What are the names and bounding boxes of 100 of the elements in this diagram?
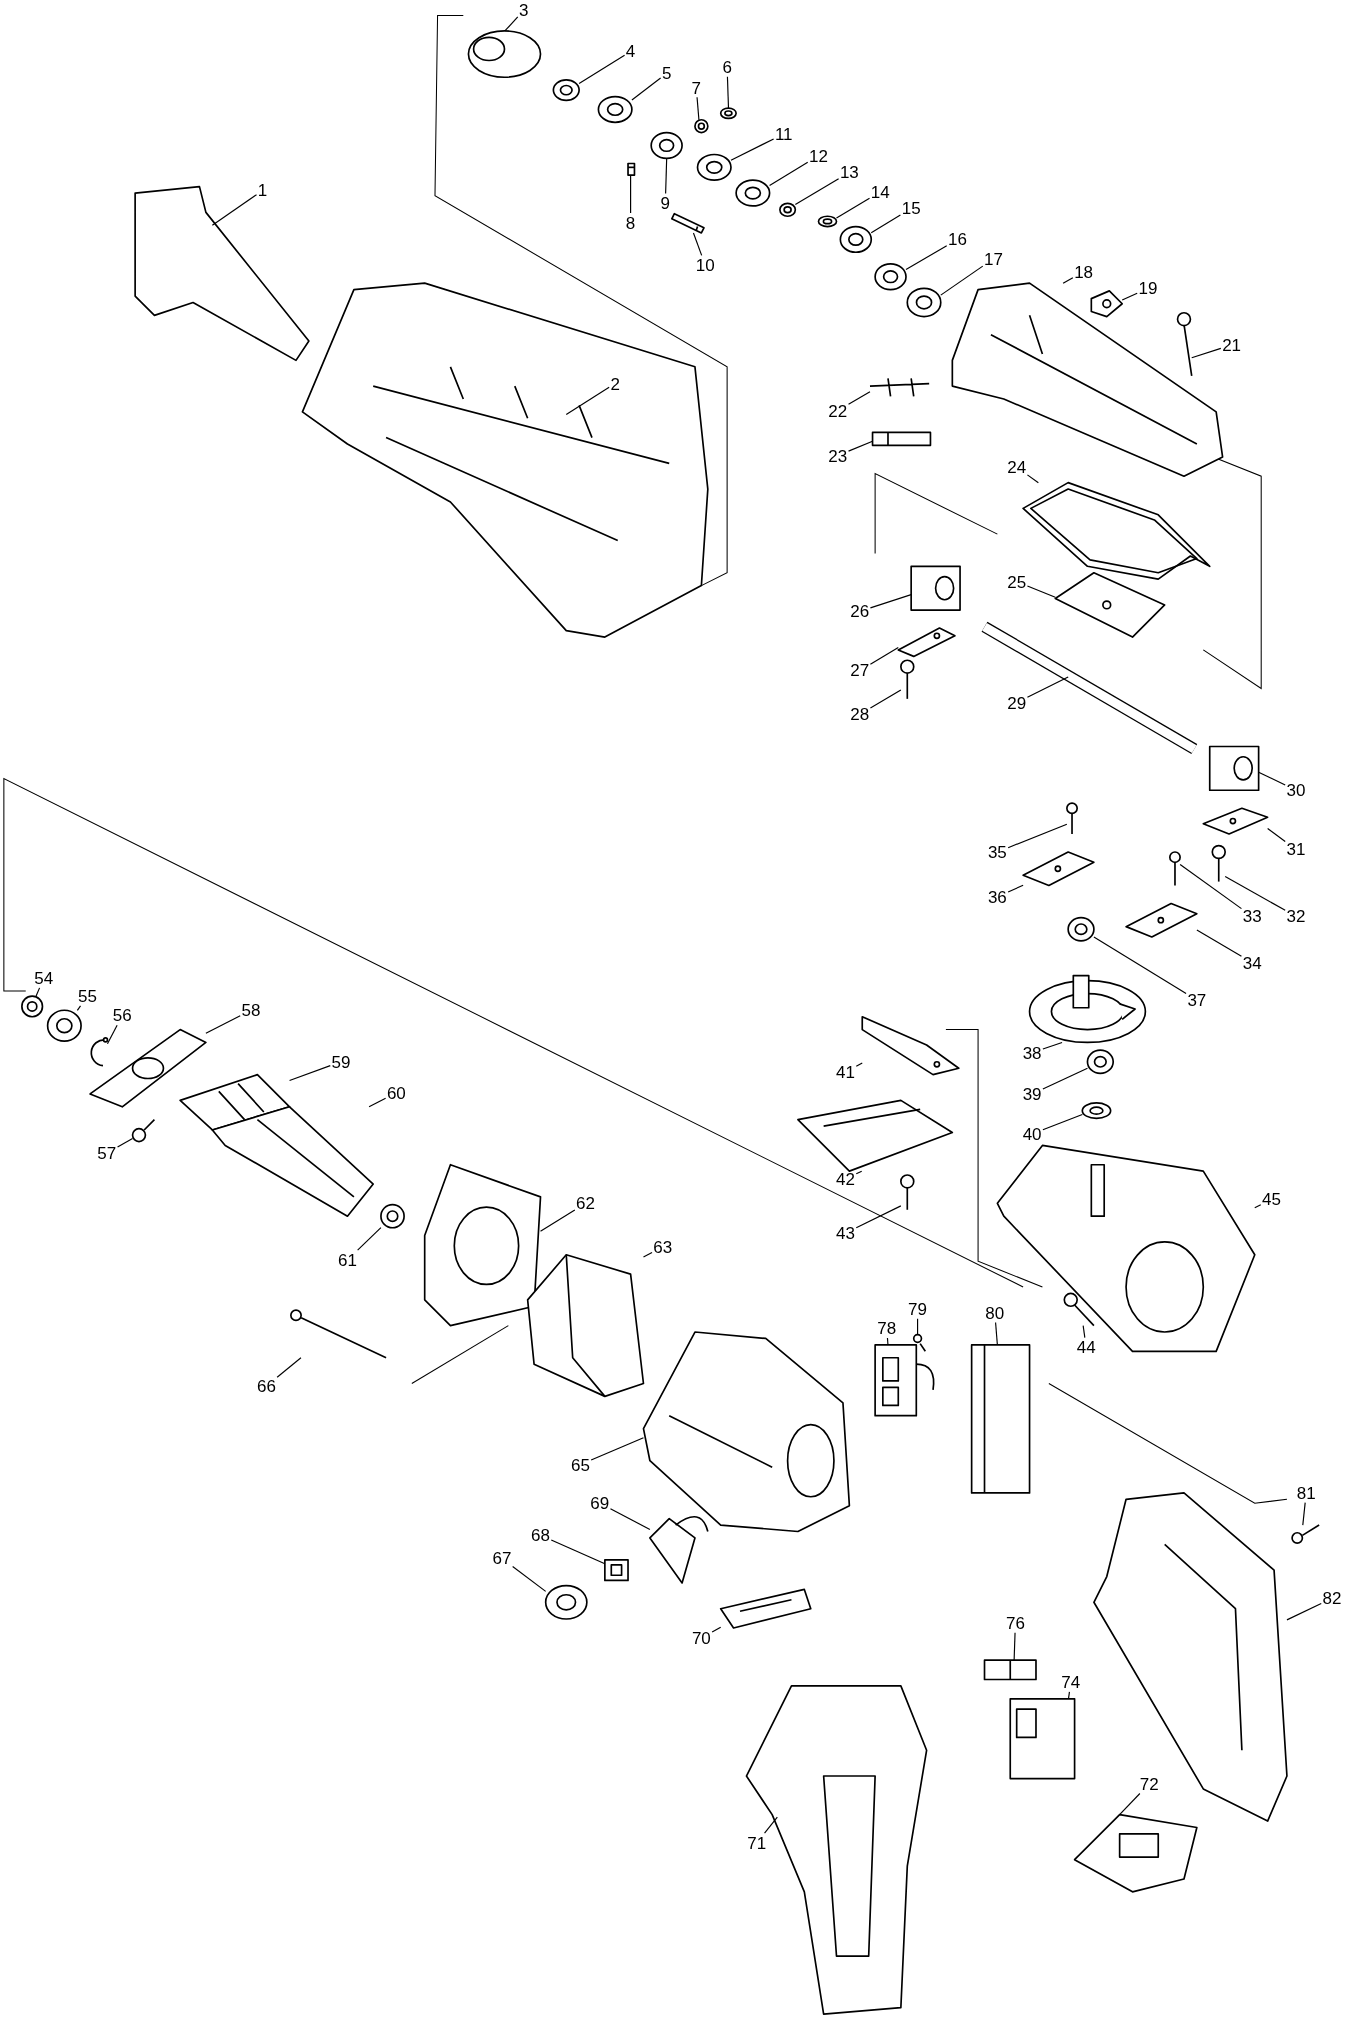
callout-number: 36 bbox=[987, 888, 1007, 906]
motor-housing-drawing bbox=[642, 1331, 851, 1533]
leader-line bbox=[1093, 936, 1187, 994]
handle-housing-drawing bbox=[745, 1685, 928, 2015]
leader-line bbox=[940, 265, 984, 296]
leader-line bbox=[1026, 585, 1056, 598]
leader-line bbox=[211, 194, 258, 226]
callout-number: 30 bbox=[1286, 781, 1306, 799]
leader-line bbox=[1286, 1602, 1322, 1621]
callout-number: 56 bbox=[112, 1006, 132, 1024]
callout-number: 33 bbox=[1242, 907, 1262, 925]
leader-line bbox=[1007, 823, 1068, 849]
leader-line bbox=[692, 232, 703, 256]
bearing-drawing bbox=[46, 1009, 82, 1042]
callout-number: 44 bbox=[1076, 1338, 1096, 1356]
callout-number: 42 bbox=[836, 1170, 855, 1188]
callout-number: 66 bbox=[256, 1377, 276, 1395]
screw-drawing bbox=[900, 659, 915, 700]
screw-drawing bbox=[131, 1118, 156, 1143]
leader-line bbox=[726, 76, 730, 109]
ring-drawing bbox=[874, 263, 907, 291]
callout-number: 72 bbox=[1139, 1775, 1159, 1793]
shaft-drawing bbox=[981, 621, 1198, 755]
leader-line bbox=[1026, 676, 1069, 698]
bracket-drawing bbox=[861, 1015, 960, 1076]
ring-drawing bbox=[735, 179, 771, 207]
leader-line bbox=[711, 1626, 722, 1633]
callout-number: 18 bbox=[1074, 263, 1094, 281]
insulation-sheet-drawing bbox=[970, 1344, 1031, 1494]
leader-line bbox=[642, 1252, 653, 1258]
screw-drawing bbox=[912, 1333, 927, 1353]
leader-line bbox=[1026, 474, 1039, 484]
leader-line bbox=[1179, 863, 1242, 910]
leader-line bbox=[1013, 1632, 1016, 1661]
ring-drawing bbox=[552, 79, 580, 102]
callout-number: 8 bbox=[625, 214, 636, 232]
plate-drawing bbox=[897, 627, 956, 658]
plate-drawing bbox=[89, 1028, 207, 1108]
pin-drawing bbox=[719, 107, 737, 120]
callout-number: 67 bbox=[492, 1549, 512, 1567]
disc-drawing bbox=[1028, 974, 1147, 1044]
leader-line bbox=[696, 96, 700, 121]
leader-line bbox=[106, 1024, 118, 1045]
leader-line bbox=[835, 197, 871, 219]
callout-number: 58 bbox=[241, 1001, 261, 1019]
circuit-plate-drawing bbox=[649, 1515, 709, 1584]
leader-line bbox=[869, 647, 899, 665]
leader-line bbox=[1062, 277, 1074, 284]
ring-drawing bbox=[839, 225, 873, 254]
leader-line bbox=[847, 440, 874, 452]
leader-line bbox=[504, 16, 519, 32]
leader-line bbox=[289, 1065, 331, 1082]
leader-line bbox=[1254, 1204, 1262, 1209]
callout-number: 31 bbox=[1286, 840, 1306, 858]
screw-drawing bbox=[1169, 851, 1181, 887]
callout-number: 35 bbox=[987, 843, 1007, 861]
bearing-drawing bbox=[380, 1203, 405, 1229]
callout-number: 19 bbox=[1138, 279, 1158, 297]
baffle-drawing bbox=[423, 1163, 542, 1327]
leader-line bbox=[631, 77, 662, 101]
leader-line bbox=[869, 689, 902, 709]
callout-number: 5 bbox=[661, 64, 672, 82]
leader-line bbox=[512, 1566, 547, 1592]
callout-number: 25 bbox=[1007, 573, 1027, 591]
ring-drawing bbox=[696, 153, 732, 182]
callout-number: 41 bbox=[836, 1063, 855, 1081]
guard-shoe-drawing bbox=[134, 185, 310, 362]
lever-drawing bbox=[779, 202, 797, 218]
leader-line bbox=[1042, 1041, 1063, 1050]
sleeve-drawing bbox=[467, 30, 542, 79]
leader-line bbox=[1067, 1691, 1070, 1700]
brush-holder-drawing bbox=[604, 1558, 629, 1582]
terminal-drawing bbox=[874, 1344, 935, 1417]
bearing-drawing bbox=[1067, 916, 1095, 942]
leader-line bbox=[855, 1062, 863, 1067]
pin-drawing bbox=[871, 431, 932, 447]
block-drawing bbox=[1208, 745, 1260, 792]
leader-line bbox=[276, 1357, 302, 1378]
leader-line bbox=[665, 157, 668, 195]
bearing-drawing bbox=[906, 287, 942, 318]
block-drawing bbox=[910, 565, 961, 611]
leader-line bbox=[1191, 347, 1222, 359]
leader-line bbox=[205, 1015, 241, 1034]
pin-drawing bbox=[627, 162, 636, 176]
callout-number: 61 bbox=[338, 1251, 357, 1269]
screw-drawing bbox=[1063, 1292, 1095, 1327]
callout-number: 28 bbox=[850, 705, 870, 723]
callout-number: 81 bbox=[1296, 1484, 1316, 1502]
sheet-drawing bbox=[719, 1588, 812, 1629]
leader-line bbox=[847, 391, 871, 405]
plate-drawing bbox=[1202, 807, 1269, 835]
callout-number: 82 bbox=[1322, 1589, 1342, 1607]
callout-number: 17 bbox=[984, 250, 1003, 268]
leader-line bbox=[763, 1816, 778, 1834]
callout-number: 27 bbox=[850, 662, 870, 679]
plate-drawing bbox=[1125, 902, 1198, 938]
callout-number: 10 bbox=[695, 256, 715, 274]
leader-line bbox=[1302, 1502, 1306, 1526]
lever-drawing bbox=[983, 1659, 1037, 1681]
callout-number: 78 bbox=[877, 1319, 897, 1337]
